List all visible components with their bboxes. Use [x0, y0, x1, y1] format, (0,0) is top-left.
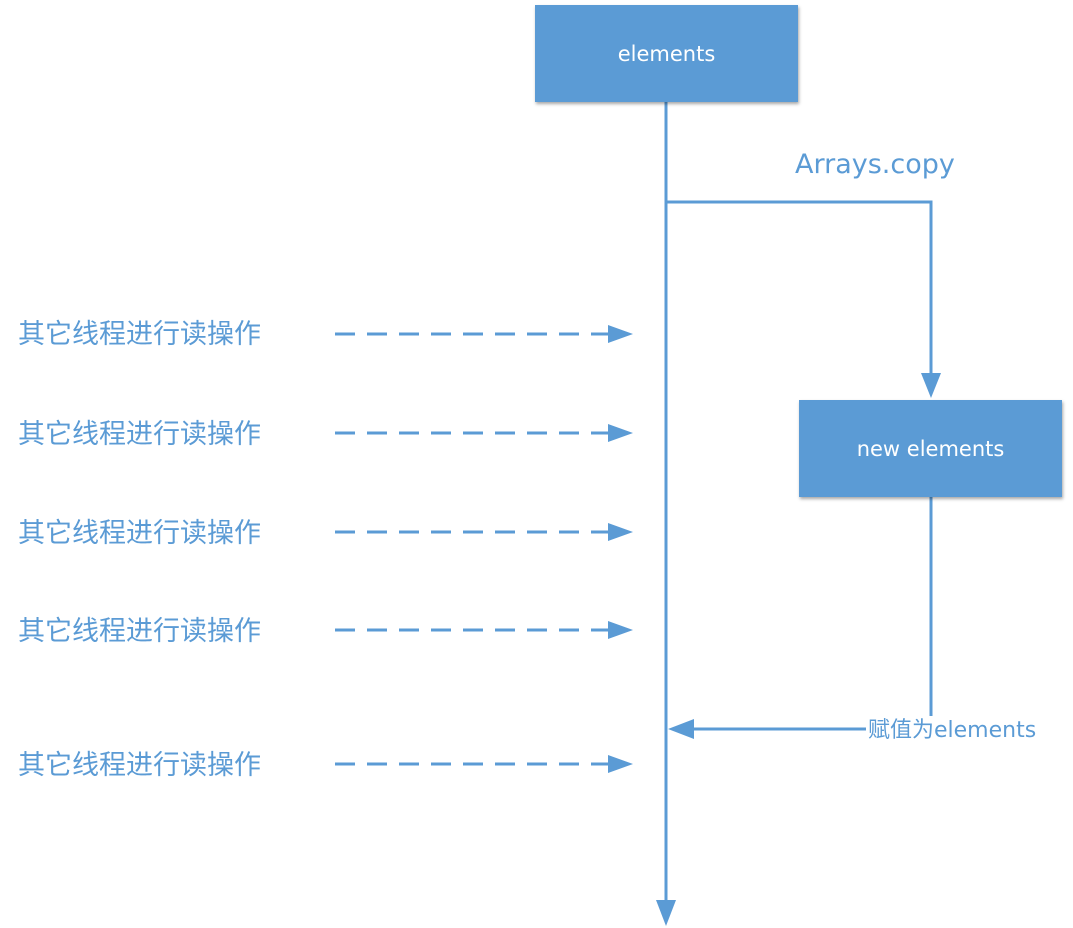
assign-label: 赋值为elements [866, 716, 1039, 746]
read-arrow-head-3 [608, 523, 633, 541]
timeline-arrow-head [656, 900, 676, 926]
assign-arrow-head [668, 719, 694, 739]
elements-node: elements [535, 5, 798, 102]
read-label-1: 其它线程进行读操作 [18, 319, 261, 350]
read-arrow-head-2 [608, 424, 633, 442]
copy-arrow-head [921, 373, 941, 398]
read-label-3: 其它线程进行读操作 [18, 518, 261, 549]
arrays-copy-label: Arrays.copy [795, 149, 955, 180]
copy-connector [666, 200, 933, 375]
read-arrow-head-4 [608, 621, 633, 639]
read-arrows [335, 325, 633, 773]
elements-node-label: elements [617, 41, 716, 66]
read-label-4: 其它线程进行读操作 [18, 616, 261, 647]
read-arrow-head-5 [608, 755, 633, 773]
read-arrow-head-1 [608, 325, 633, 343]
new-elements-node: new elements [799, 400, 1062, 497]
read-label-5: 其它线程进行读操作 [18, 750, 261, 781]
read-label-2: 其它线程进行读操作 [18, 419, 261, 450]
new-elements-node-label: new elements [856, 436, 1005, 461]
assign-connector [692, 497, 933, 731]
